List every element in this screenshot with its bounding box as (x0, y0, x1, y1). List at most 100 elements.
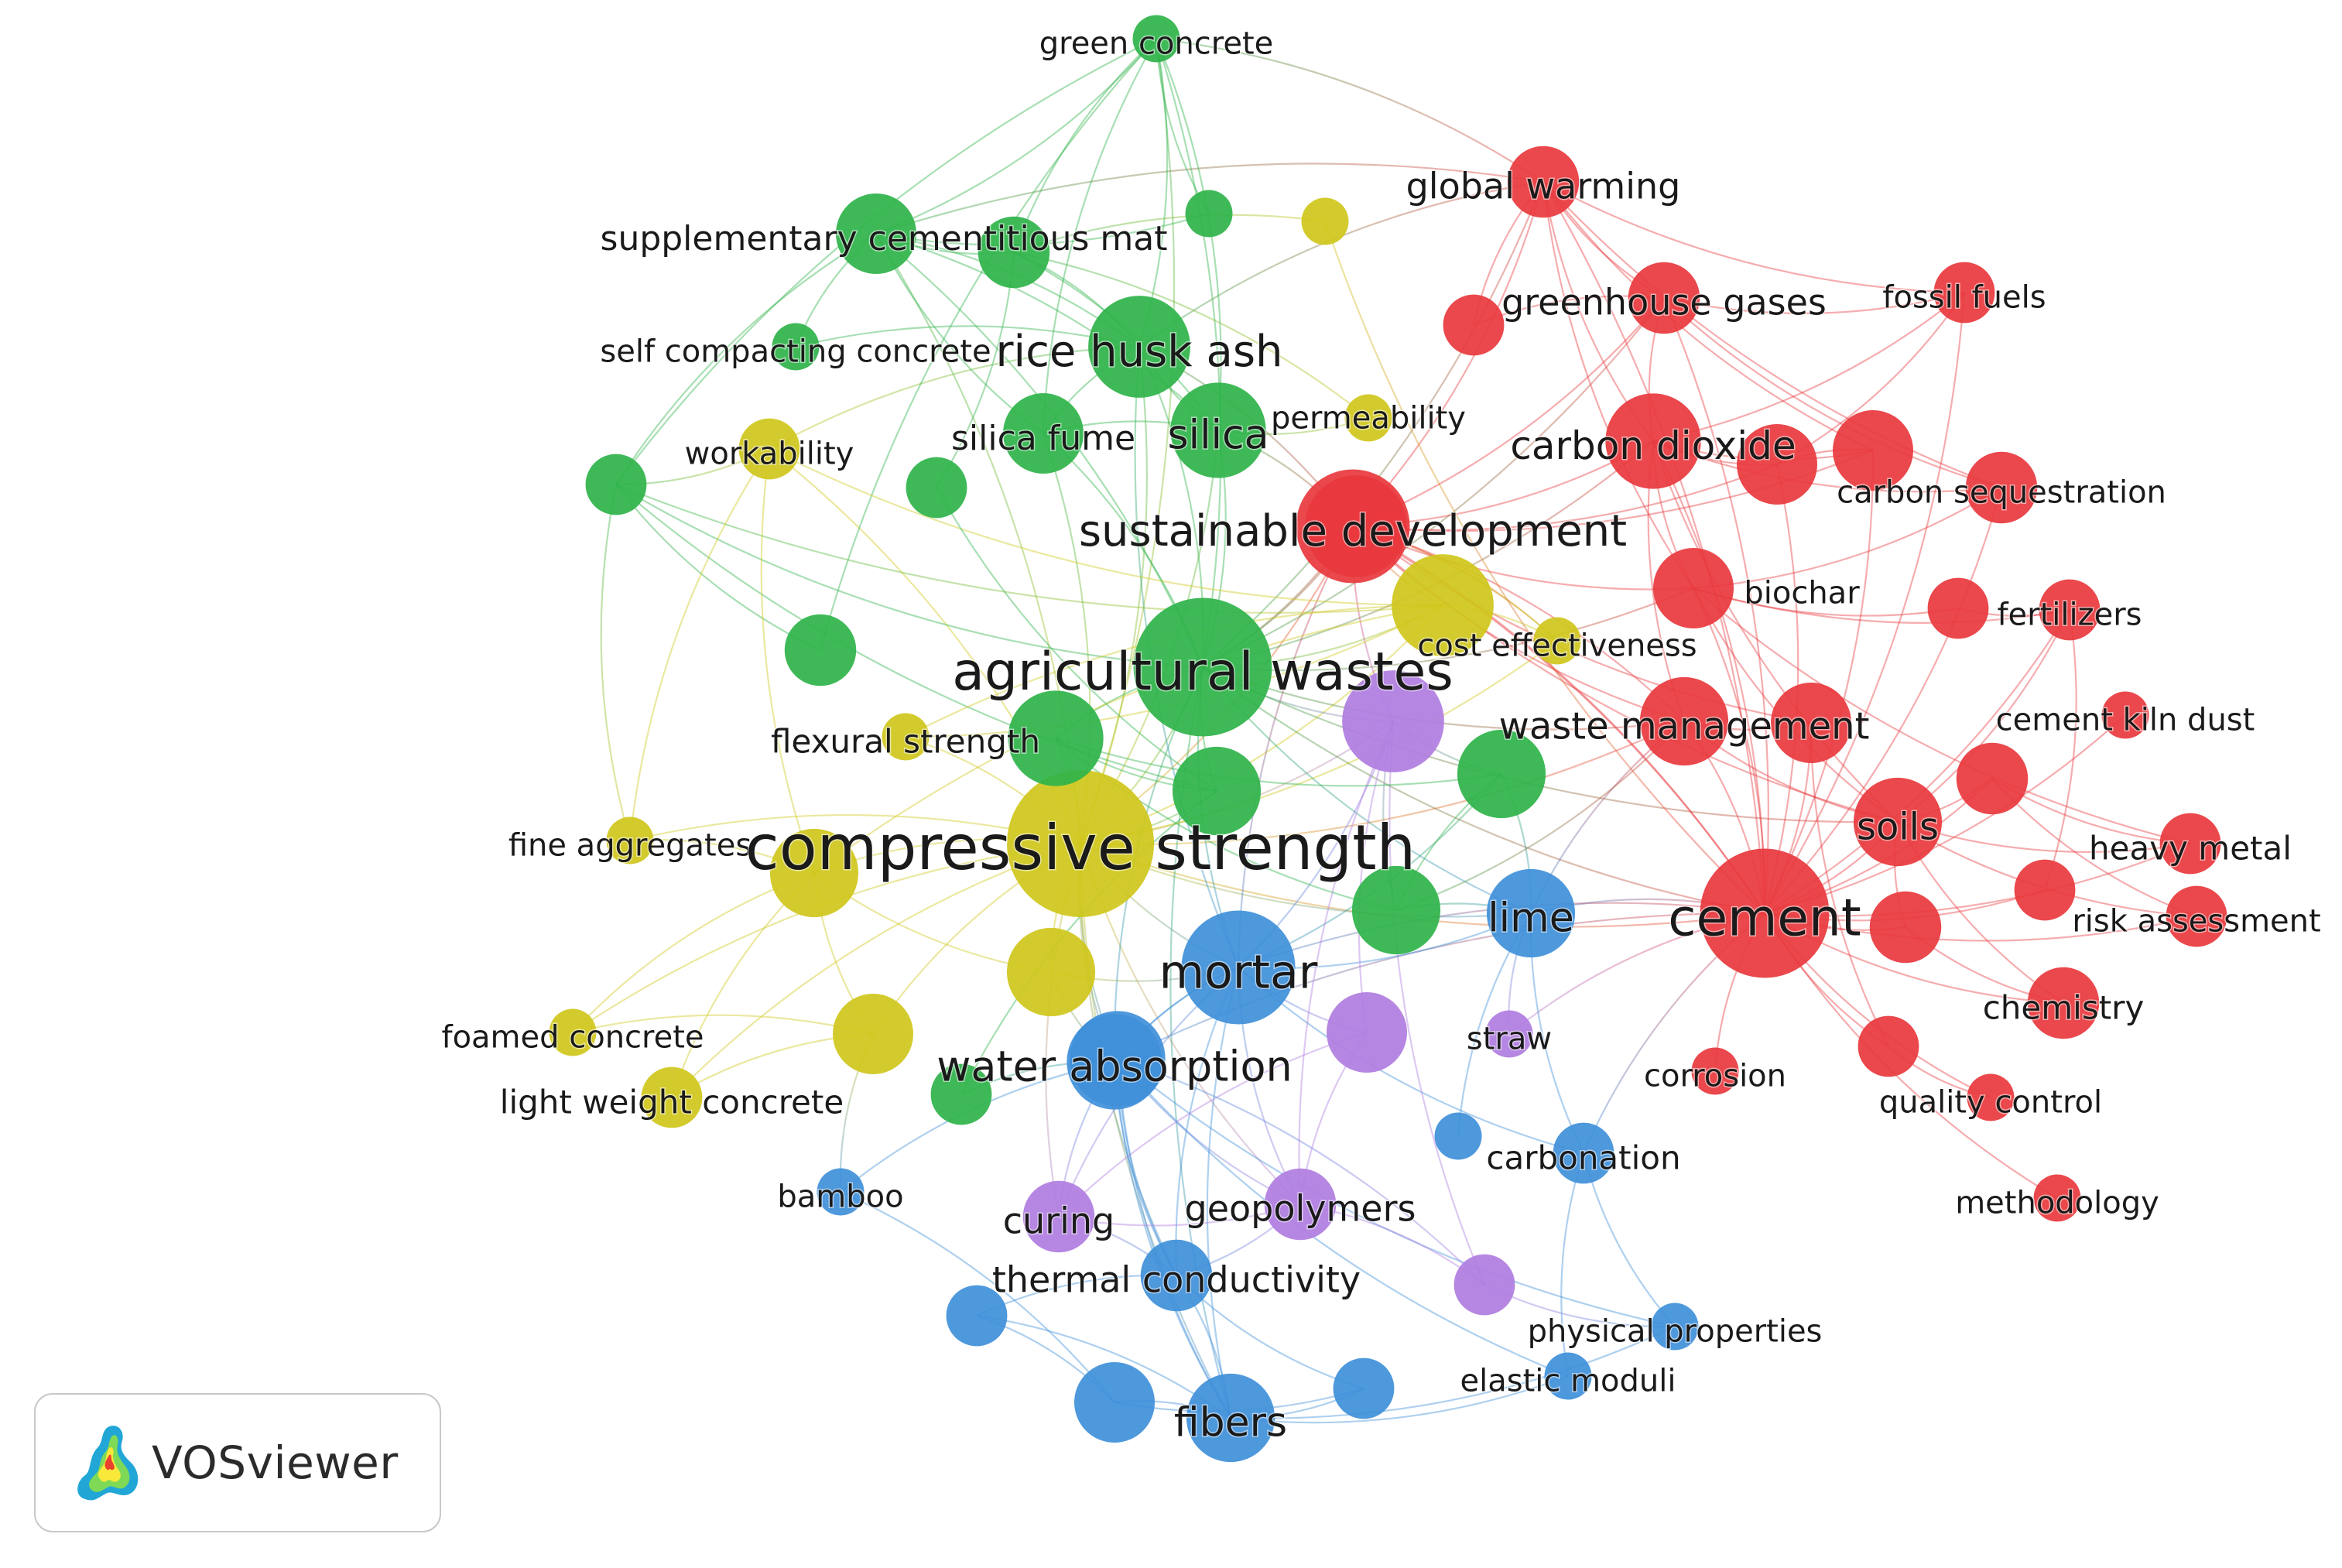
node-light-weight-concrete[interactable] (641, 1066, 703, 1128)
node-u05[interactable] (1858, 1015, 1919, 1077)
node-chemistry[interactable] (2027, 967, 2100, 1039)
node-global-warming[interactable] (1507, 146, 1580, 218)
node-u16[interactable] (978, 216, 1050, 289)
node-corrosion[interactable] (1691, 1047, 1739, 1095)
link-greenhouse-gases-carbon-sequestration (1663, 297, 2002, 489)
node-u06[interactable] (1869, 891, 1942, 964)
link-cement-greenhouse-gases (1662, 297, 1769, 914)
label-mortar: mortar (1159, 945, 1318, 999)
node-u12[interactable] (769, 828, 859, 918)
node-u28[interactable] (1453, 1254, 1515, 1316)
label-thermal-conductivity: thermal conductivity (992, 1259, 1361, 1301)
node-methodology[interactable] (2033, 1174, 2081, 1222)
node-soils[interactable] (1853, 777, 1943, 867)
node-fertilizers[interactable] (2039, 579, 2101, 641)
node-fossil-fuels[interactable] (1933, 262, 1995, 324)
node-rice-husk-ash[interactable] (1088, 296, 1190, 398)
link-permeability-u16 (1013, 251, 1369, 419)
node-quality-control[interactable] (1967, 1073, 2015, 1121)
node-foamed-concrete[interactable] (549, 1008, 597, 1056)
node-elastic-moduli[interactable] (1544, 1352, 1592, 1400)
node-u15[interactable] (1301, 197, 1349, 245)
node-curing[interactable] (1022, 1180, 1095, 1253)
node-green-concrete[interactable] (1132, 15, 1180, 63)
label-heavy-metal: heavy metal (2089, 829, 2292, 867)
node-compressive-strength[interactable] (1007, 770, 1154, 917)
link-global-warming-biochar (1542, 181, 1694, 589)
node-u04[interactable] (1771, 683, 1851, 763)
link-global-warming-supplementary-cementitious (875, 163, 1544, 235)
node-u24[interactable] (930, 1063, 992, 1125)
node-u09[interactable] (1443, 294, 1505, 356)
link-biochar-carbon-sequestration (1693, 487, 2002, 590)
node-biochar[interactable] (1653, 548, 1734, 628)
node-cement[interactable] (1700, 848, 1830, 978)
node-u33[interactable] (1434, 1112, 1482, 1160)
node-u21[interactable] (1172, 746, 1262, 836)
node-u25[interactable] (784, 614, 857, 686)
node-u27[interactable] (1327, 992, 1407, 1073)
label-supplementary-cementitious: supplementary cementitious mat (601, 219, 1168, 258)
link-rice-husk-ash-workability (769, 345, 1140, 450)
link-biochar-heavy-metal (1693, 587, 2191, 845)
node-u30[interactable] (946, 1285, 1008, 1347)
node-permeability[interactable] (1344, 394, 1392, 442)
link-u18-u21 (936, 487, 1217, 792)
node-u11[interactable] (1392, 554, 1494, 656)
node-workability[interactable] (738, 418, 800, 480)
node-supplementary-cementitious[interactable] (836, 193, 916, 274)
node-cost-effectiveness[interactable] (1533, 617, 1581, 665)
link-u28-u29 (1117, 1057, 1485, 1286)
node-u18[interactable] (906, 457, 967, 519)
node-u07[interactable] (1956, 742, 2029, 815)
link-u17-agricultural-wastes (615, 484, 1204, 669)
node-u13[interactable] (1006, 927, 1096, 1017)
node-heavy-metal[interactable] (2159, 813, 2221, 875)
node-u01[interactable] (1305, 475, 1407, 577)
node-u20[interactable] (1008, 690, 1104, 786)
link-carbon-dioxide-fossil-fuels (1652, 292, 1965, 443)
node-u32[interactable] (1333, 1357, 1395, 1419)
node-agricultural-wastes[interactable] (1133, 597, 1272, 737)
node-bamboo[interactable] (817, 1168, 865, 1216)
label-biochar: biochar (1744, 576, 1860, 611)
node-u08[interactable] (2014, 859, 2076, 921)
node-silica[interactable] (1170, 382, 1266, 478)
node-cement-kiln-dust[interactable] (2101, 691, 2149, 739)
node-u31[interactable] (1074, 1362, 1155, 1443)
node-u03[interactable] (1737, 424, 1817, 505)
link-u11-u12 (813, 604, 1443, 874)
node-silica-fume[interactable] (1003, 393, 1084, 474)
label-physical-properties: physical properties (1528, 1314, 1823, 1350)
node-u23[interactable] (1351, 865, 1441, 955)
node-flexural-strength[interactable] (882, 713, 930, 761)
link-agricultural-wastes-cement (1202, 666, 1765, 915)
node-u17[interactable] (585, 454, 647, 515)
link-u15-cement (1323, 221, 1765, 914)
node-lime[interactable] (1486, 868, 1576, 958)
node-mortar[interactable] (1181, 910, 1296, 1025)
node-fibers[interactable] (1186, 1373, 1275, 1463)
link-u04-u05 (1810, 722, 1889, 1047)
node-fine-aggregates[interactable] (606, 817, 654, 864)
node-u10[interactable] (1927, 577, 1989, 639)
node-geopolymers[interactable] (1264, 1168, 1337, 1241)
node-carbonation[interactable] (1553, 1122, 1614, 1184)
node-u29[interactable] (1070, 1011, 1166, 1107)
node-risk-assessment[interactable] (2166, 885, 2227, 947)
node-self-compacting-concrete[interactable] (772, 323, 820, 371)
node-u19[interactable] (1185, 190, 1233, 238)
node-straw[interactable] (1485, 1010, 1533, 1058)
label-greenhouse-gases: greenhouse gases (1501, 282, 1827, 324)
node-thermal-conductivity[interactable] (1140, 1239, 1213, 1312)
node-carbon-sequestration[interactable] (1965, 451, 2038, 524)
node-u26[interactable] (1342, 670, 1444, 772)
node-greenhouse-gases[interactable] (1628, 262, 1700, 334)
node-u14[interactable] (833, 994, 913, 1074)
node-carbon-dioxide[interactable] (1605, 393, 1701, 489)
label-carbon-sequestration: carbon sequestration (1837, 475, 2166, 511)
node-u02[interactable] (1833, 410, 1913, 491)
node-u22[interactable] (1457, 729, 1546, 819)
node-waste-management[interactable] (1639, 676, 1729, 766)
node-physical-properties[interactable] (1651, 1303, 1699, 1351)
